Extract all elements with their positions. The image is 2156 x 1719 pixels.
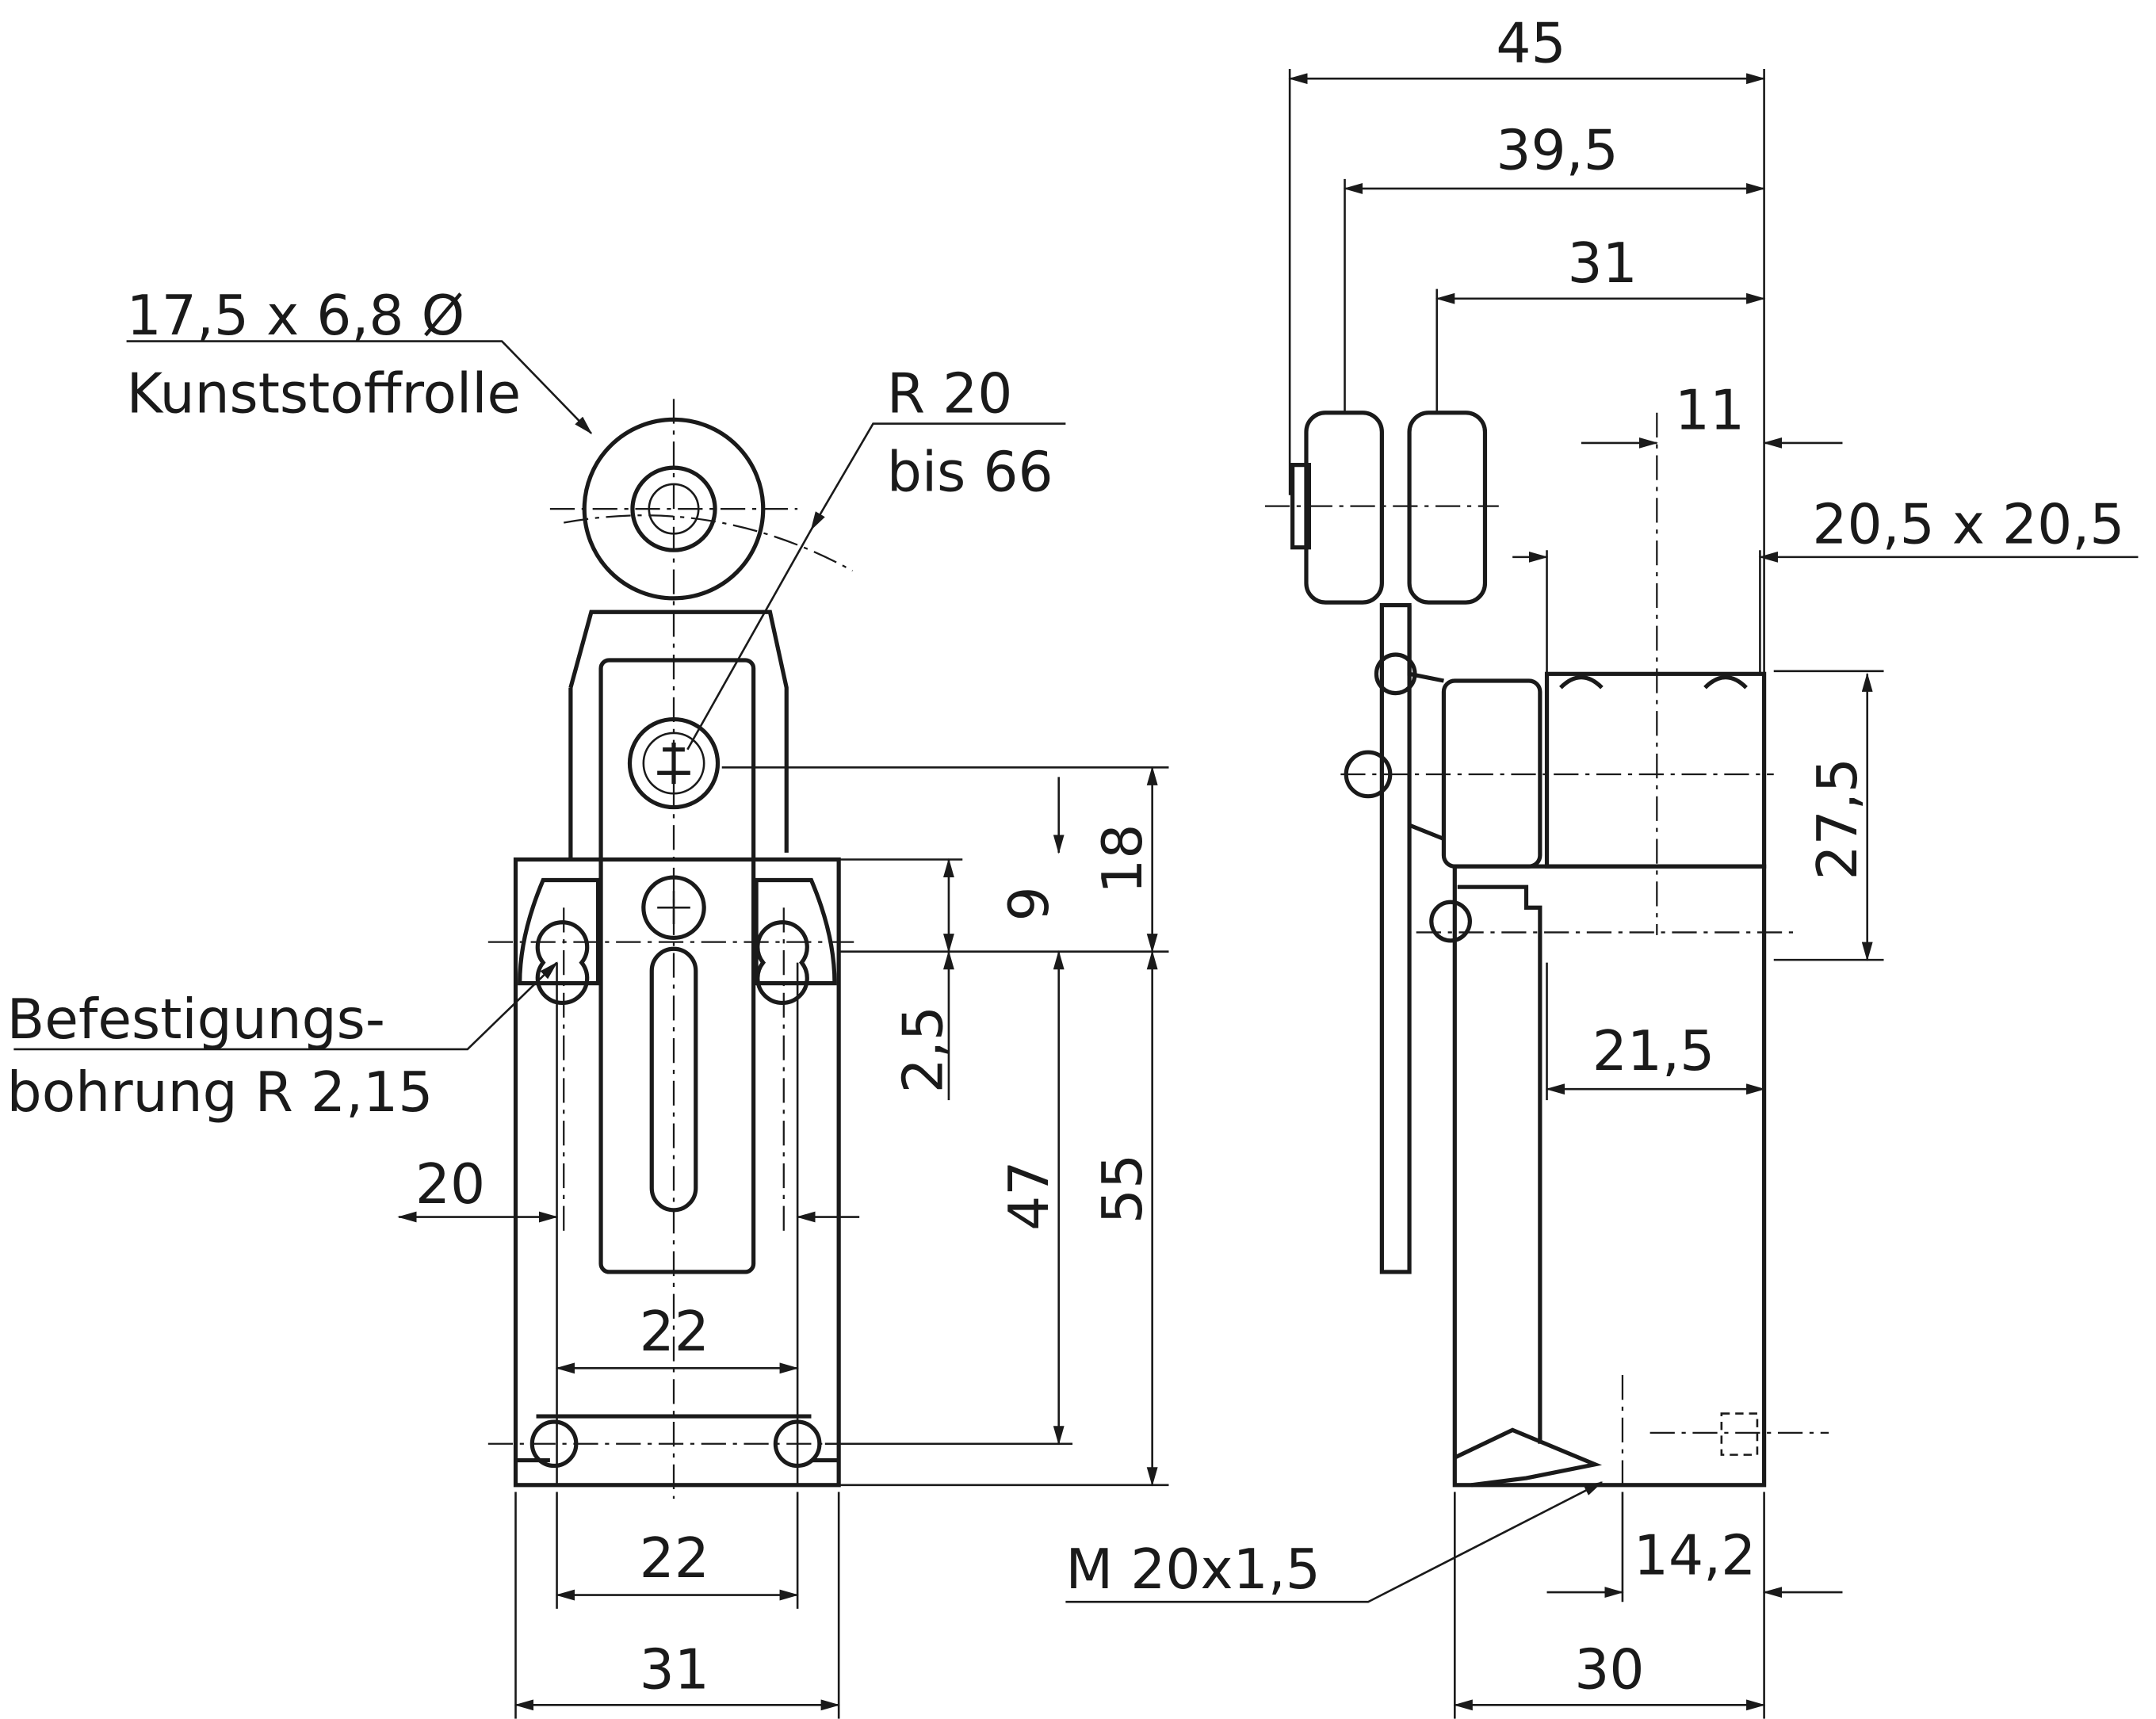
head-block bbox=[1544, 671, 1767, 869]
dim-11: 11 bbox=[1675, 380, 1745, 443]
radius-range-label: bis 66 bbox=[887, 441, 1053, 505]
roller-spec-label: 17,5 x 6,8 Ø bbox=[127, 285, 465, 348]
dim-21-5: 21,5 bbox=[1592, 1020, 1714, 1083]
dim-18: 18 bbox=[1091, 824, 1155, 894]
roller-right bbox=[1407, 411, 1488, 605]
roller-left bbox=[1304, 411, 1384, 605]
radius-label: R 20 bbox=[887, 363, 1013, 426]
side-view: 45 39,5 31 11 20,5 x 20,5 27,5 21,5 M 20… bbox=[1065, 12, 2139, 1719]
dim-22-lower: 22 bbox=[640, 1527, 709, 1591]
dim-2-5: 2,5 bbox=[892, 1006, 955, 1093]
dim-27-5: 27,5 bbox=[1806, 758, 1870, 880]
dim-30: 30 bbox=[1574, 1639, 1644, 1702]
dim-47: 47 bbox=[998, 1161, 1061, 1231]
mounting-hole-right bbox=[755, 920, 809, 1005]
dim-14-2: 14,2 bbox=[1634, 1525, 1756, 1588]
hole-label-1: Befestigungs- bbox=[7, 988, 385, 1052]
roller-material-label: Kunststoffrolle bbox=[127, 363, 522, 426]
dim-55: 55 bbox=[1091, 1154, 1155, 1224]
dim-20: 20 bbox=[415, 1153, 485, 1217]
switch-body bbox=[513, 857, 841, 1488]
dim-39-5: 39,5 bbox=[1496, 120, 1618, 183]
dim-31-front: 31 bbox=[640, 1639, 709, 1702]
front-view: 17,5 x 6,8 Ø Kunststoffrolle R 20 bis 66… bbox=[7, 285, 1169, 1719]
dim-9: 9 bbox=[998, 886, 1061, 921]
thread-label: M 20x1,5 bbox=[1065, 1538, 1321, 1602]
dim-22-upper: 22 bbox=[640, 1301, 709, 1364]
lever-arm bbox=[598, 658, 756, 1274]
dim-31-side: 31 bbox=[1568, 232, 1638, 296]
hole-label-2: bohrung R 2,15 bbox=[7, 1061, 434, 1125]
side-body bbox=[1452, 864, 1767, 1488]
mounting-hole-left bbox=[535, 920, 590, 1005]
dim-45: 45 bbox=[1496, 12, 1565, 75]
lever-plate bbox=[1379, 602, 1412, 1274]
dim-20-5-square: 20,5 x 20,5 bbox=[1812, 494, 2124, 557]
